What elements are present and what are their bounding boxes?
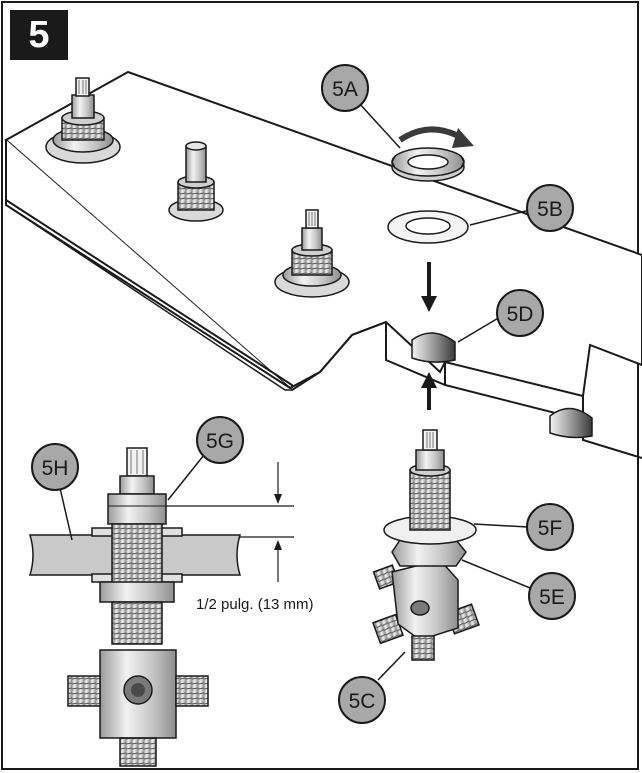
svg-text:5B: 5B — [537, 198, 563, 221]
step-number-badge: 5 — [10, 10, 68, 60]
callout-5a: 5A — [321, 64, 369, 112]
rotation-arrow-icon — [398, 126, 464, 143]
lock-nut — [391, 147, 465, 182]
installed-valve-left — [45, 77, 121, 164]
svg-text:5C: 5C — [349, 690, 376, 713]
svg-text:5H: 5H — [42, 457, 69, 480]
svg-text:5G: 5G — [206, 430, 234, 453]
mounting-hole — [411, 332, 456, 363]
installed-spout-middle — [168, 141, 224, 222]
callout-5f: 5F — [526, 503, 574, 551]
measurement-label: 1/2 pulg. (13 mm) — [196, 596, 314, 613]
callout-5d: 5D — [496, 289, 544, 337]
callout-leaders — [59, 101, 536, 681]
washer — [387, 210, 469, 244]
cross-section-detail — [28, 447, 242, 767]
svg-text:5F: 5F — [538, 517, 563, 540]
svg-text:5D: 5D — [507, 303, 534, 326]
callout-5g: 5G — [196, 416, 244, 464]
measurement-guides — [166, 462, 294, 582]
up-arrow-icon — [421, 372, 437, 410]
callout-5c: 5C — [338, 676, 386, 724]
valve-assembly — [372, 429, 480, 661]
deck — [4, 70, 642, 459]
svg-text:5E: 5E — [539, 586, 565, 609]
callout-5e: 5E — [528, 572, 576, 620]
rotation-arrowhead-icon — [452, 128, 474, 148]
svg-text:5A: 5A — [332, 78, 358, 101]
down-arrow-icon — [421, 262, 437, 312]
callout-5b: 5B — [526, 184, 574, 232]
installed-valve-right — [274, 209, 350, 298]
mounting-hole-2 — [549, 407, 593, 439]
callout-5h: 5H — [31, 443, 79, 491]
